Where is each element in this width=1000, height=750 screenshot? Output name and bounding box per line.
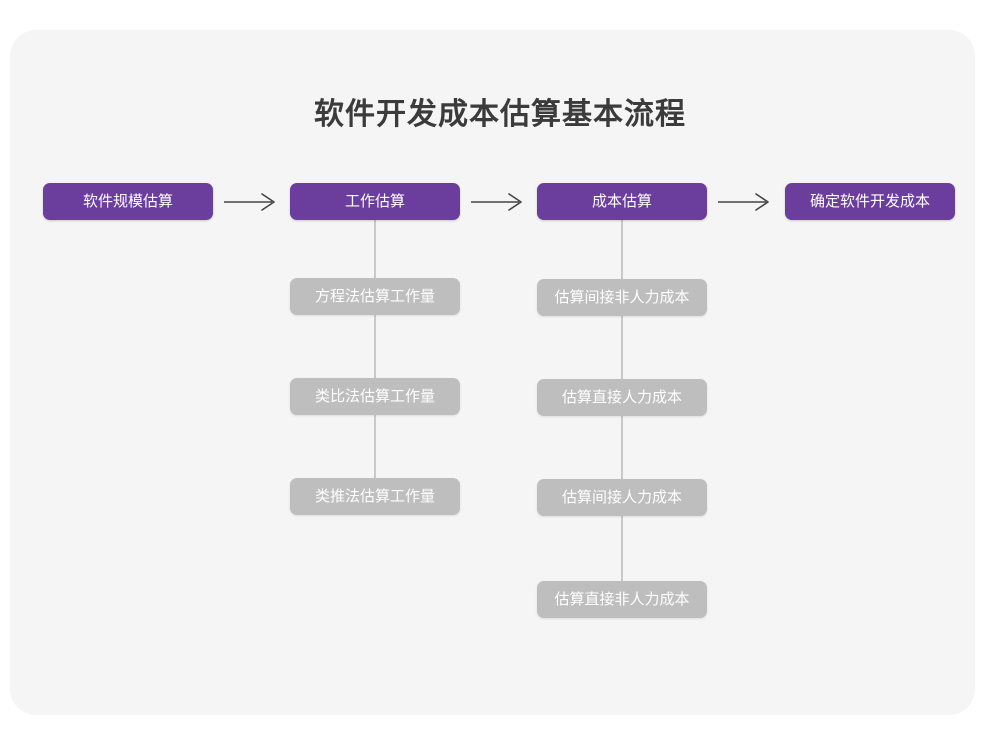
sub-node-direct-labor-cost[interactable]: 估算直接人力成本 xyxy=(537,379,707,416)
flow-node-cost-estimation[interactable]: 成本估算 xyxy=(537,183,707,220)
sub-node-inference-method-workload[interactable]: 类推法估算工作量 xyxy=(290,478,460,515)
sub-node-analogy-method-workload[interactable]: 类比法估算工作量 xyxy=(290,378,460,415)
flow-node-software-size-estimation[interactable]: 软件规模估算 xyxy=(43,183,213,220)
flow-node-work-estimation[interactable]: 工作估算 xyxy=(290,183,460,220)
diagram-title: 软件开发成本估算基本流程 xyxy=(314,98,686,131)
connector-line-work-estimation xyxy=(374,220,376,497)
right-arrow-icon-2 xyxy=(469,191,529,213)
diagram-card-background xyxy=(10,30,975,715)
right-arrow-icon-3 xyxy=(716,191,776,213)
right-arrow-icon-1 xyxy=(222,191,282,213)
flow-node-determine-development-cost[interactable]: 确定软件开发成本 xyxy=(785,183,955,220)
sub-node-equation-method-workload[interactable]: 方程法估算工作量 xyxy=(290,278,460,315)
sub-node-indirect-labor-cost[interactable]: 估算间接人力成本 xyxy=(537,479,707,516)
sub-node-indirect-nonlabor-cost[interactable]: 估算间接非人力成本 xyxy=(537,279,707,316)
sub-node-direct-nonlabor-cost[interactable]: 估算直接非人力成本 xyxy=(537,581,707,618)
